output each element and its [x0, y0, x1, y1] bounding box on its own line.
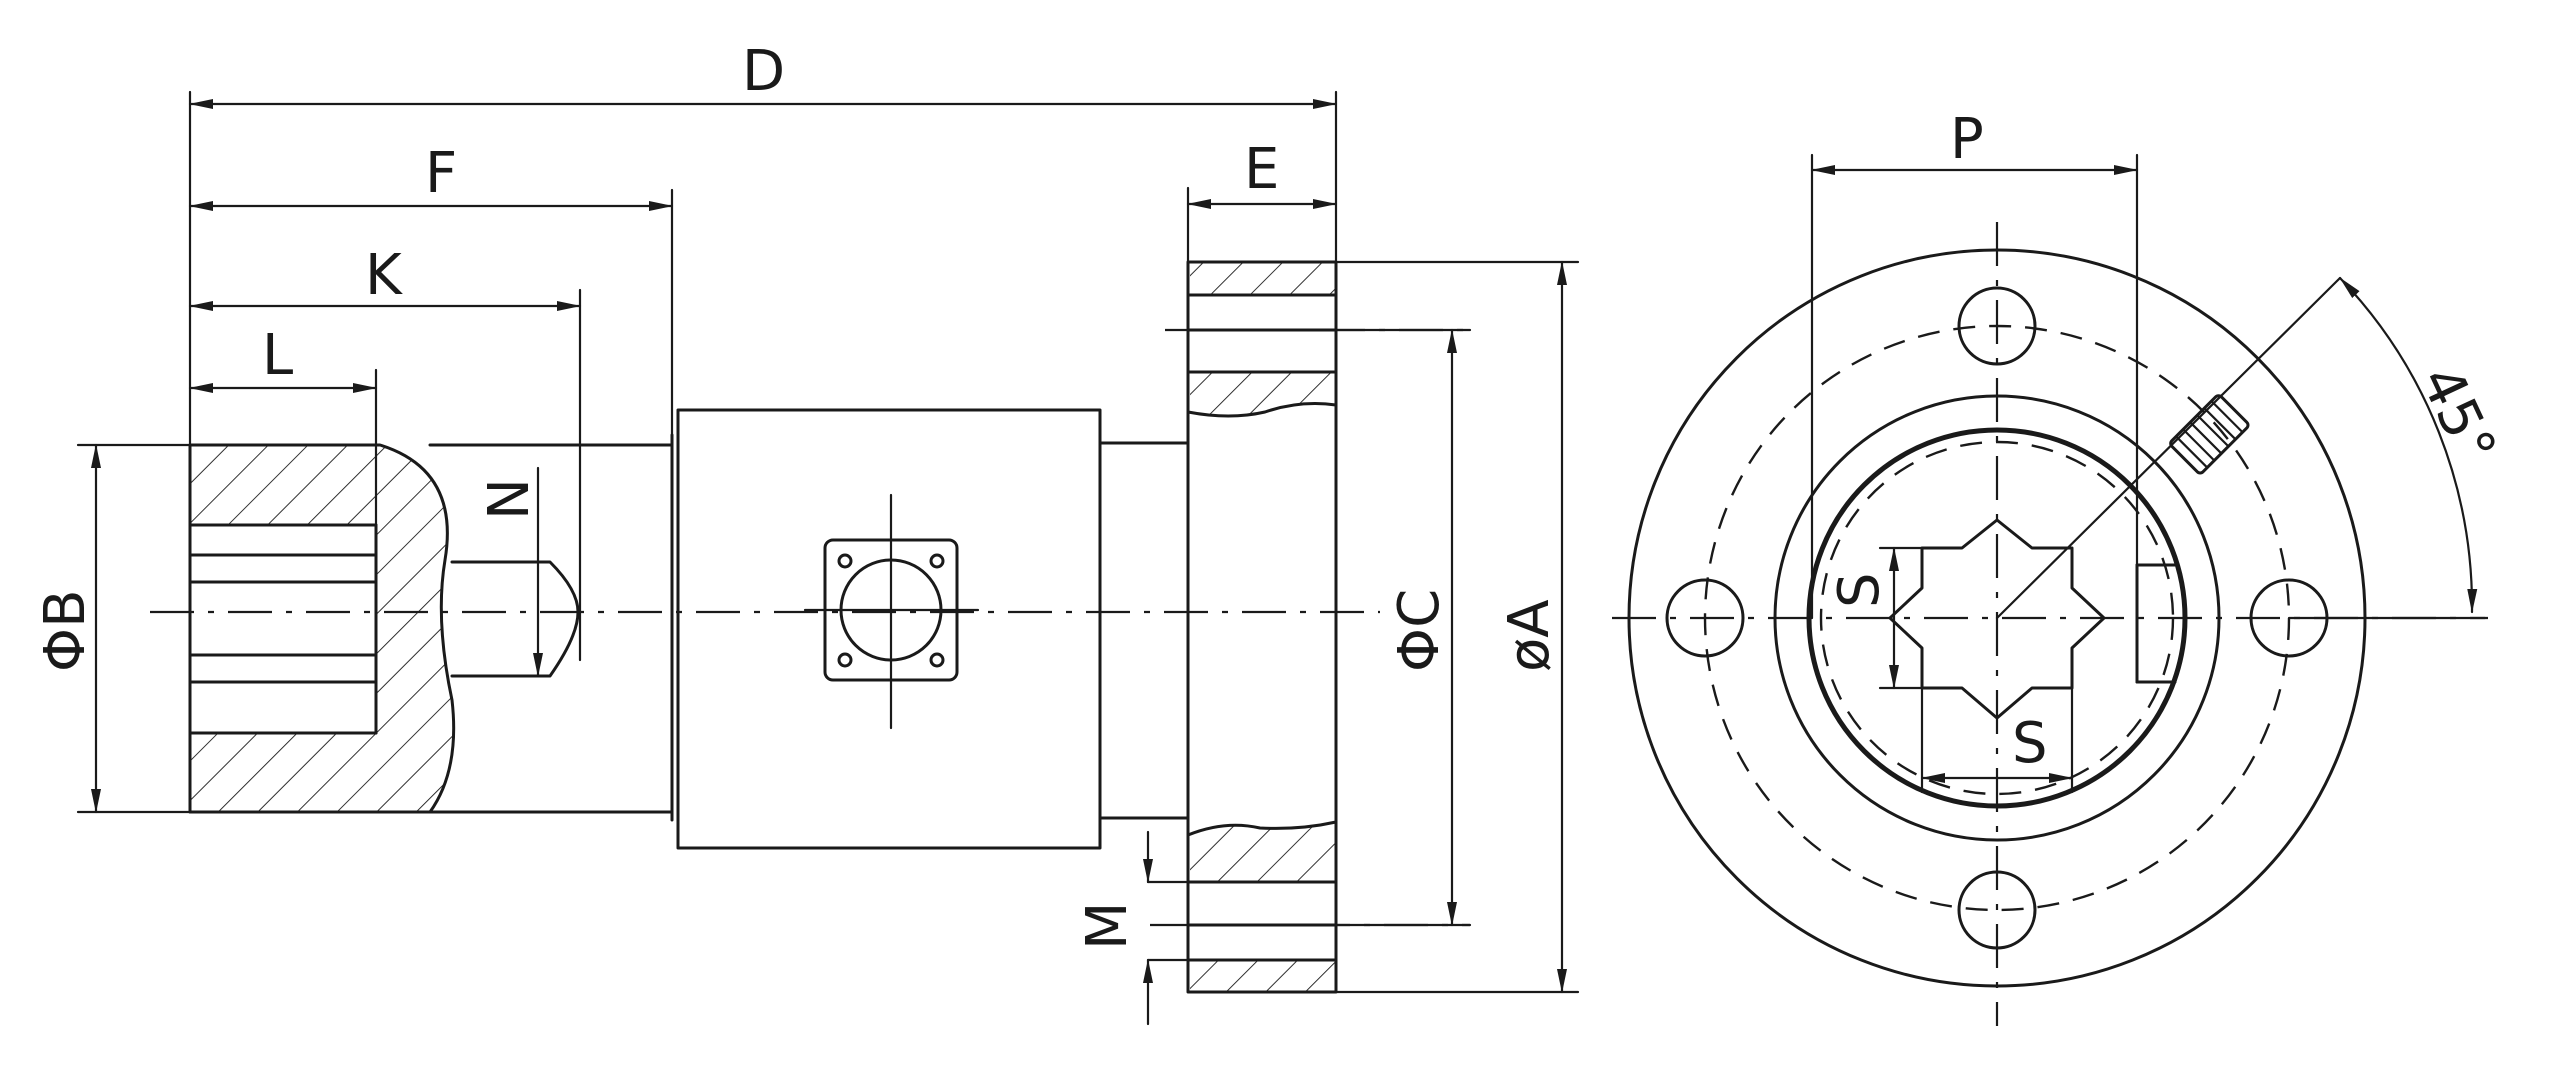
label-D: D	[742, 39, 785, 104]
dimension-phiA: øA	[1334, 260, 1580, 994]
dimension-L: L	[188, 323, 378, 527]
label-phiC: ΦC	[1387, 589, 1452, 672]
label-E: E	[1244, 137, 1279, 202]
front-view: P S S 45°	[1612, 107, 2508, 1026]
label-L: L	[262, 323, 293, 388]
label-phiB: ΦB	[33, 590, 98, 673]
label-N: N	[477, 478, 542, 520]
shaft	[428, 433, 674, 822]
label-M: M	[1075, 902, 1140, 950]
dimension-K: K	[188, 243, 582, 662]
dimension-phiB: ΦB	[33, 443, 192, 814]
label-S-horizontal: S	[2012, 711, 2048, 776]
dimension-M: M	[1075, 830, 1190, 1026]
dimension-N: N	[477, 466, 543, 678]
label-S-vertical: S	[1827, 572, 1892, 608]
center-body	[676, 408, 1102, 850]
spline-cross	[1888, 518, 2106, 720]
left-hub-section	[188, 443, 580, 814]
label-F: F	[425, 141, 457, 206]
dimension-P: P	[1810, 107, 2139, 620]
set-screw	[2169, 394, 2250, 475]
dimension-phiC: ΦC	[1334, 328, 1472, 927]
label-K: K	[365, 243, 403, 308]
dimension-D: D	[188, 39, 1338, 447]
side-view: D F K L E ΦB	[33, 39, 1580, 1026]
label-angle: 45°	[2407, 356, 2508, 473]
dimension-E: E	[1186, 137, 1338, 264]
right-flange-section	[1186, 260, 1338, 994]
label-phiA: øA	[1497, 599, 1562, 672]
dimension-S-horizontal: S	[1920, 686, 2074, 794]
dimension-S-vertical: S	[1827, 546, 1924, 690]
label-P: P	[1950, 107, 1984, 172]
neck	[1098, 441, 1190, 820]
dimension-F: F	[188, 141, 674, 437]
